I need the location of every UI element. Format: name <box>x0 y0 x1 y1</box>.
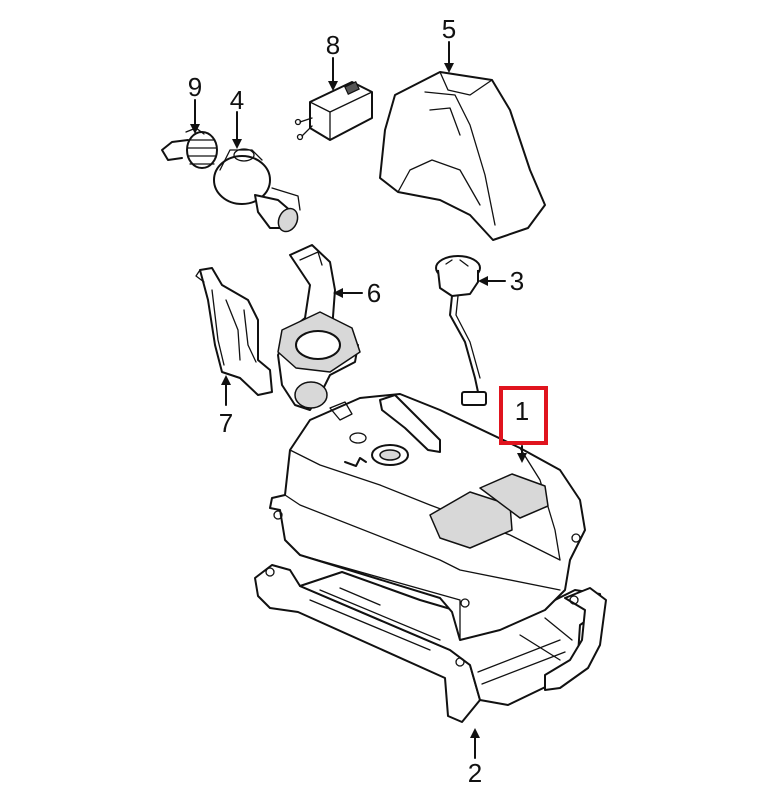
callout-2[interactable]: 2 <box>468 758 482 788</box>
callout-6[interactable]: 6 <box>367 278 381 308</box>
callouts: 9 4 8 5 3 6 7 1 2 <box>188 14 529 788</box>
part-7-bracket[interactable] <box>195 267 273 396</box>
callout-7[interactable]: 7 <box>219 408 233 438</box>
part-8-module[interactable] <box>294 81 373 141</box>
part-9-clamp[interactable] <box>161 127 218 169</box>
callout-1-highlight-box <box>499 386 548 445</box>
part-4-filler-elbow[interactable] <box>213 148 301 235</box>
callout-9[interactable]: 9 <box>188 72 202 102</box>
callout-8[interactable]: 8 <box>326 30 340 60</box>
part-1-fuel-tank[interactable] <box>269 393 586 641</box>
part-6-filler-hose[interactable] <box>277 244 361 411</box>
part-3-gauge-sender[interactable] <box>435 255 487 406</box>
part-5-heat-shield[interactable] <box>379 71 546 241</box>
callout-4[interactable]: 4 <box>230 85 244 115</box>
callout-1[interactable]: 1 <box>515 396 529 426</box>
leader-lines <box>190 41 527 759</box>
callout-5[interactable]: 5 <box>442 14 456 44</box>
callout-3[interactable]: 3 <box>510 266 524 296</box>
